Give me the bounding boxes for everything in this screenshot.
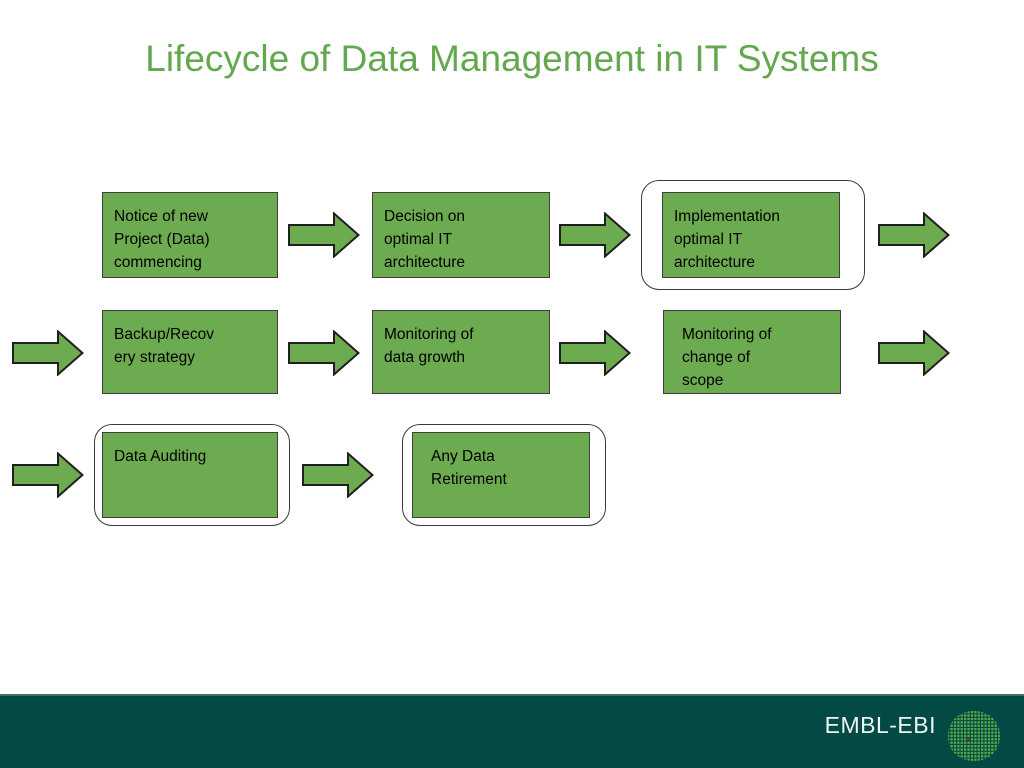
process-flow-diagram: Notice of new Project (Data) commencing …: [12, 180, 950, 526]
process-node-data-auditing[interactable]: Data Auditing: [102, 432, 278, 518]
bracket-frame-data-auditing: [94, 424, 290, 526]
bracket-frame-implementation: [641, 180, 865, 290]
arrow-r3-1-icon: [302, 452, 374, 498]
arrow-r2-1-icon: [288, 330, 360, 376]
footer-bar: EMBL-EBI: [0, 694, 1024, 768]
process-node-backup-recovery-strategy[interactable]: Backup/Recov ery strategy: [102, 310, 278, 394]
embl-ebi-dot-leaf-logo-icon: [946, 710, 1002, 762]
process-node-monitoring-of-change-of-scope[interactable]: Monitoring of change of scope: [663, 310, 841, 394]
arrow-r2-2-icon: [559, 330, 631, 376]
process-node-notice-of-new-project[interactable]: Notice of new Project (Data) commencing: [102, 192, 278, 278]
process-node-monitoring-of-data-growth[interactable]: Monitoring of data growth: [372, 310, 550, 394]
arrow-r1-1-icon: [288, 212, 360, 258]
footer-divider: [0, 694, 1024, 696]
process-node-any-data-retirement[interactable]: Any Data Retirement: [412, 432, 590, 518]
arrow-r1-2-icon: [559, 212, 631, 258]
arrow-r2-wrap-out-icon: [878, 330, 950, 376]
bracket-frame-any-data-retirement: [402, 424, 606, 526]
process-node-decision-on-optimal-it-architecture[interactable]: Decision on optimal IT architecture: [372, 192, 550, 278]
footer-brand-label: EMBL-EBI: [824, 712, 936, 738]
arrow-r3-wrap-in-icon: [12, 452, 84, 498]
process-node-implementation-optimal-it-architecture[interactable]: Implementation optimal IT architecture: [662, 192, 840, 278]
arrow-r2-wrap-in-icon: [12, 330, 84, 376]
page-title: Lifecycle of Data Management in IT Syste…: [145, 38, 879, 79]
arrow-r1-wrap-out-icon: [878, 212, 950, 258]
